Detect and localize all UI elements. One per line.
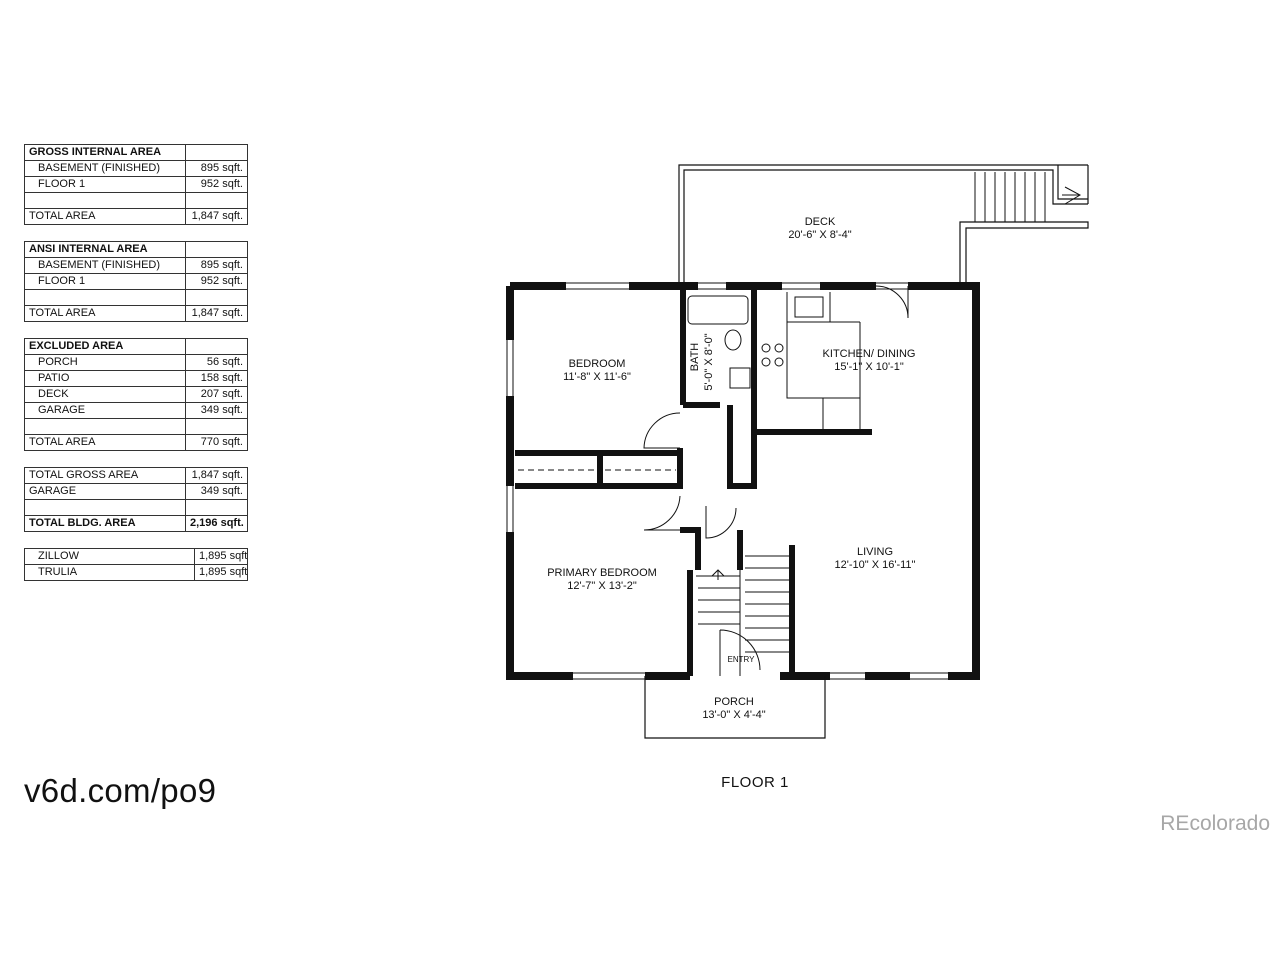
row-value: 952 sqft. [185, 176, 248, 193]
floor-label: FLOOR 1 [721, 774, 789, 791]
stove-icon [761, 343, 771, 353]
row-label: BASEMENT (FINISHED) [24, 257, 186, 274]
stove-icon [774, 343, 784, 353]
porch-dims: 13'-0" X 4'-4" [702, 709, 765, 721]
row-value: 1,847 sqft. [185, 467, 248, 484]
living-name: LIVING [857, 546, 893, 558]
row-label: TOTAL GROSS AREA [24, 467, 186, 484]
primary-bedroom-dims: 12'-7" X 13'-2" [567, 580, 637, 592]
gross-internal-area-table: GROSS INTERNAL AREA BASEMENT (FINISHED)8… [24, 144, 248, 225]
total-label: TOTAL AREA [24, 208, 186, 225]
deck-outline [678, 164, 1089, 282]
door-swing [875, 285, 909, 319]
porch-name: PORCH [714, 696, 754, 708]
kitchen-counter [786, 292, 861, 432]
bath-dims: 5'-0" X 8'-0" [703, 333, 715, 390]
entry-name: ENTRY [728, 655, 756, 664]
toilet-icon [724, 329, 742, 351]
door-swing [643, 495, 681, 531]
sink-icon [794, 296, 824, 318]
row-value: 1,895 sqft. [194, 564, 248, 581]
row-value: 158 sqft. [185, 370, 248, 387]
total-label: TOTAL BLDG. AREA [24, 515, 186, 532]
row-value: 56 sqft. [185, 354, 248, 371]
door-swing [705, 506, 737, 539]
deck-dims: 20'-6" X 8'-4" [788, 229, 851, 241]
deck-stairs [974, 172, 1082, 222]
watermark: REcolorado [1160, 812, 1270, 835]
total-value: 2,196 sqft. [185, 515, 248, 532]
door-swing [643, 412, 681, 449]
window [506, 282, 948, 680]
total-value: 1,847 sqft. [185, 305, 248, 322]
table-header: ANSI INTERNAL AREA [24, 241, 186, 258]
deck-name: DECK [805, 216, 836, 228]
bedroom-dims: 11'-8" X 11'-6" [563, 371, 631, 383]
kitchen-name: KITCHEN/ DINING [823, 348, 916, 360]
stove-icon [761, 357, 771, 367]
stair-arrow [711, 569, 725, 580]
door-swing [719, 629, 761, 676]
bedroom-name: BEDROOM [569, 358, 626, 370]
primary-bedroom-name: PRIMARY BEDROOM [547, 567, 657, 579]
total-value: 1,847 sqft. [185, 208, 248, 225]
short-link[interactable]: v6d.com/po9 [24, 772, 217, 809]
ansi-internal-area-table: ANSI INTERNAL AREA BASEMENT (FINISHED)89… [24, 241, 248, 322]
exterior-wall [506, 282, 980, 680]
total-value: 770 sqft. [185, 434, 248, 451]
row-value: 349 sqft. [185, 402, 248, 419]
bathtub-icon [687, 295, 749, 325]
stove-icon [774, 357, 784, 367]
bath-sink-icon [729, 367, 751, 389]
row-value: 895 sqft. [185, 257, 248, 274]
living-dims: 12'-10" X 16'-11" [835, 559, 916, 571]
bath-name: BATH [689, 343, 701, 372]
kitchen-dims: 15'-1" X 10'-1" [834, 361, 904, 373]
area-tables: GROSS INTERNAL AREA BASEMENT (FINISHED)8… [24, 144, 248, 597]
porch-outline [644, 676, 826, 739]
total-label: TOTAL AREA [24, 434, 186, 451]
